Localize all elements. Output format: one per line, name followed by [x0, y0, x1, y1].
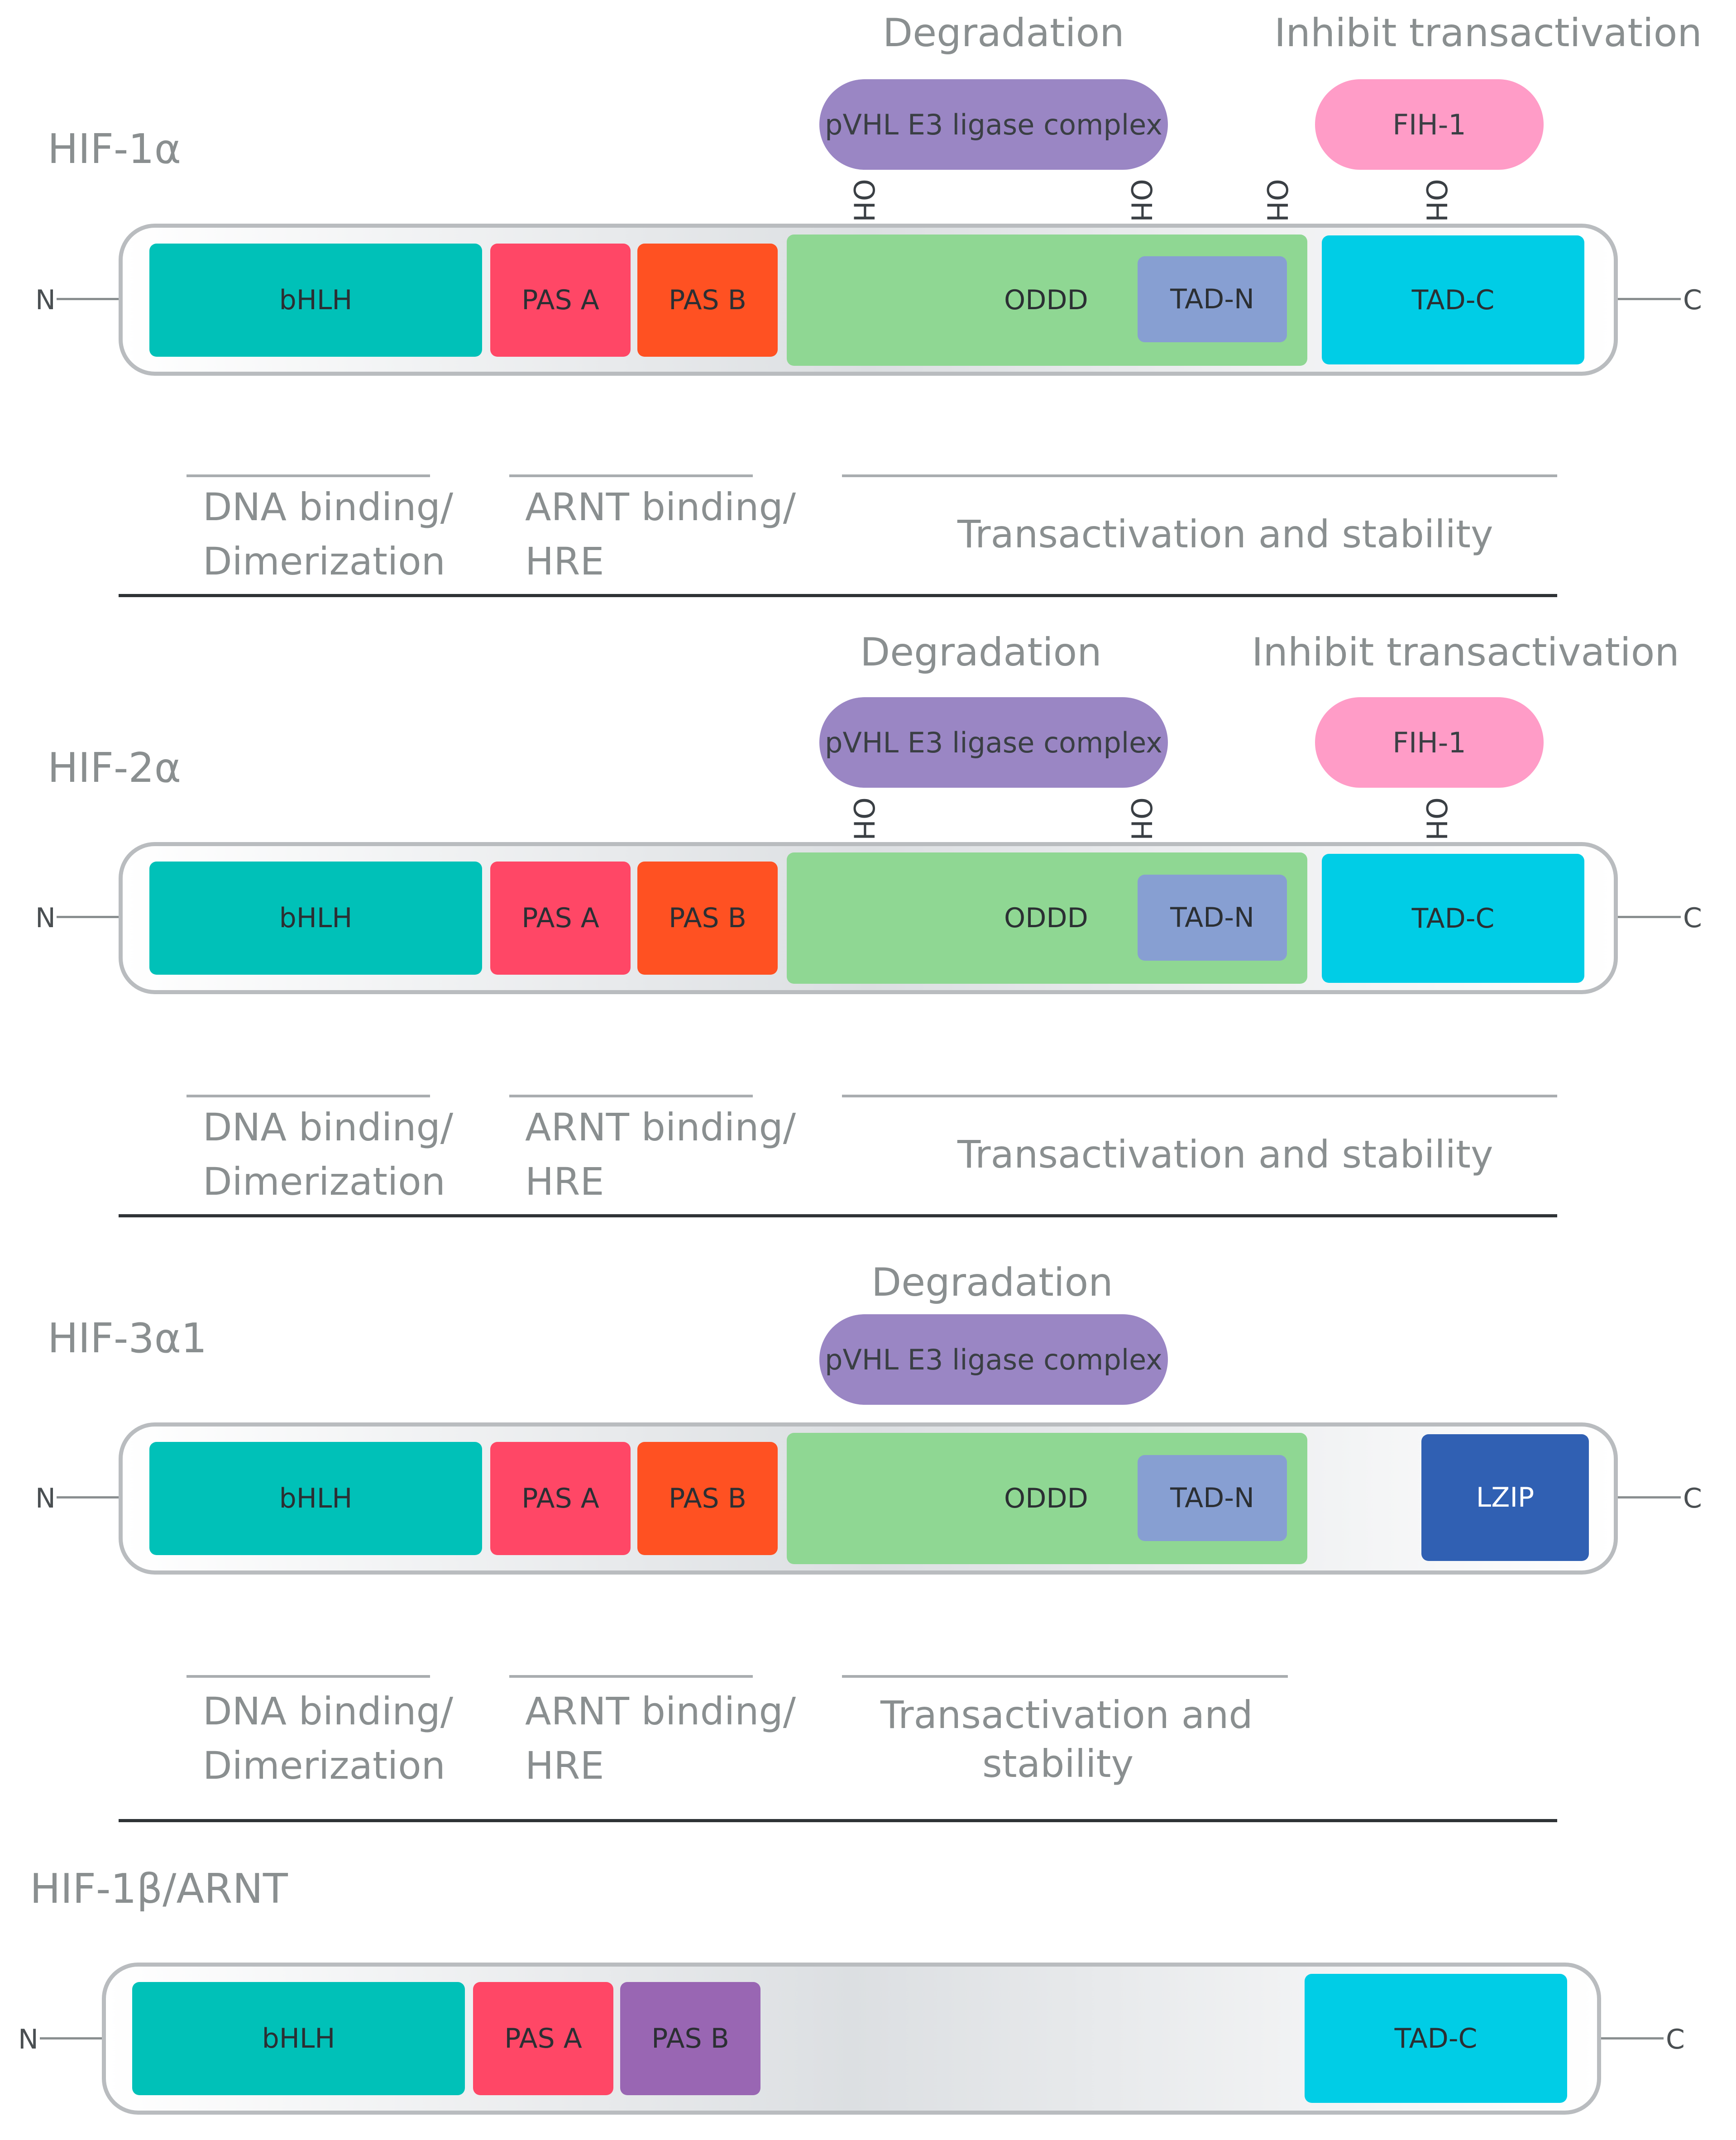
hif1b-c-line [1598, 2037, 1664, 2039]
hif2a-degradation-label: Degradation [860, 630, 1102, 675]
hif3a1-func-trans-1: Transactivation and [880, 1693, 1253, 1737]
hif3a1-domain-lzip: LZIP [1421, 1434, 1589, 1561]
hif2a-domain-pas-a: PAS A [490, 862, 631, 975]
hif1a-arnt-binding-line [509, 474, 753, 477]
hif2a-domain-tad-n: TAD-N [1138, 875, 1287, 961]
hif2a-domain-pas-b: PAS B [637, 862, 778, 975]
hif2a-pvhl-complex: pVHL E3 ligase complex [819, 697, 1168, 788]
hif1b-c-terminus-label: C [1666, 2024, 1685, 2055]
hif3a1-domain-tad-n: TAD-N [1138, 1455, 1287, 1541]
hif1b-n-terminus-label: N [18, 2024, 38, 2055]
hif1a-n-terminus-label: N [35, 284, 56, 316]
hif2a-n-line [57, 916, 122, 918]
hif1b-n-line [40, 2037, 105, 2039]
hif1b-domain-tad-c: TAD-C [1305, 1974, 1567, 2103]
hif2a-title: HIF-2α [48, 744, 182, 792]
hif2a-func-arnt-1: ARNT binding/ [525, 1105, 796, 1149]
hif1a-c-line [1615, 298, 1681, 300]
hif1a-c-terminus-label: C [1683, 284, 1702, 316]
hif3a1-c-line [1615, 1496, 1681, 1498]
hif1a-dna-binding-line [187, 474, 430, 477]
hif1a-domain-pas-b: PAS B [637, 244, 778, 357]
hif3a1-func-dna-2: Dimerization [203, 1743, 445, 1788]
hif2a-domain-tad-c: TAD-C [1322, 854, 1584, 983]
hif1a-func-trans: Transactivation and stability [957, 512, 1493, 556]
hif2a-func-arnt-2: HRE [525, 1159, 604, 1204]
hif2a-oddd-label: ODDD [1004, 902, 1088, 934]
hif1b-domain-bhlh: bHLH [132, 1982, 465, 2095]
hif2a-fih1: FIH-1 [1315, 697, 1544, 788]
hif3a1-pvhl-complex: pVHL E3 ligase complex [819, 1314, 1168, 1405]
hif1a-oh-1: OH [847, 179, 880, 222]
hif3a1-arnt-binding-line [509, 1675, 753, 1678]
section-divider-2 [119, 1214, 1557, 1217]
hif1a-domain-tad-n: TAD-N [1138, 256, 1287, 342]
section-divider-1 [119, 594, 1557, 597]
hif1b-domain-pas-b: PAS B [620, 1982, 760, 2095]
section-divider-3 [119, 1819, 1557, 1822]
hif2a-arnt-binding-line [509, 1095, 753, 1097]
hif3a1-c-terminus-label: C [1683, 1483, 1702, 1514]
hif3a1-func-arnt-2: HRE [525, 1743, 604, 1788]
hif3a1-n-line [57, 1496, 122, 1498]
hif1a-func-dna-1: DNA binding/ [203, 485, 454, 529]
hif3a1-title: HIF-3α1 [48, 1315, 207, 1362]
hif3a1-oddd-label: ODDD [1004, 1483, 1088, 1514]
hif1a-func-arnt-2: HRE [525, 539, 604, 584]
hif1a-trans-line [842, 474, 1557, 477]
hif1a-oh-4: OH [1420, 179, 1453, 222]
hif1a-n-line [57, 298, 122, 300]
hif2a-func-trans: Transactivation and stability [957, 1132, 1493, 1177]
hif1a-domain-pas-a: PAS A [490, 244, 631, 357]
hif3a1-func-arnt-1: ARNT binding/ [525, 1689, 796, 1733]
hif2a-oh-1: OH [847, 797, 880, 841]
hif2a-oh-3: OH [1420, 797, 1453, 841]
hif2a-func-dna-1: DNA binding/ [203, 1105, 454, 1149]
hif1a-oh-3: OH [1260, 179, 1294, 222]
hif1b-domain-pas-a: PAS A [473, 1982, 613, 2095]
hif1a-oddd-label: ODDD [1004, 284, 1088, 316]
hif1a-domain-tad-c: TAD-C [1322, 235, 1584, 364]
hif1a-oh-2: OH [1124, 179, 1158, 222]
hif1a-pvhl-complex: pVHL E3 ligase complex [819, 79, 1168, 170]
hif1b-title: HIF-1β/ARNT [30, 1865, 288, 1913]
hif2a-c-terminus-label: C [1683, 902, 1702, 934]
hif3a1-domain-pas-a: PAS A [490, 1442, 631, 1555]
hif1a-degradation-label: Degradation [883, 10, 1124, 56]
hif2a-func-dna-2: Dimerization [203, 1159, 445, 1204]
hif3a1-domain-bhlh: bHLH [149, 1442, 482, 1555]
hif1a-func-dna-2: Dimerization [203, 539, 445, 584]
hif1a-inhibit-label: Inhibit transactivation [1274, 10, 1702, 56]
hif2a-c-line [1615, 916, 1681, 918]
hif3a1-n-terminus-label: N [35, 1483, 56, 1514]
hif3a1-domain-pas-b: PAS B [637, 1442, 778, 1555]
hif2a-inhibit-label: Inhibit transactivation [1252, 630, 1679, 675]
hif3a1-func-dna-1: DNA binding/ [203, 1689, 454, 1733]
hif3a1-trans-line [842, 1675, 1288, 1678]
hif3a1-degradation-label: Degradation [871, 1260, 1113, 1305]
hif2a-dna-binding-line [187, 1095, 430, 1097]
hif1a-fih1: FIH-1 [1315, 79, 1544, 170]
hif2a-domain-bhlh: bHLH [149, 862, 482, 975]
hif2a-trans-line [842, 1095, 1557, 1097]
hif2a-n-terminus-label: N [35, 902, 56, 934]
hif3a1-dna-binding-line [187, 1675, 430, 1678]
hif1a-func-arnt-1: ARNT binding/ [525, 485, 796, 529]
hif1a-domain-bhlh: bHLH [149, 244, 482, 357]
hif1a-title: HIF-1α [48, 125, 182, 173]
hif2a-oh-2: OH [1124, 797, 1158, 841]
hif3a1-func-trans-2: stability [982, 1742, 1134, 1786]
